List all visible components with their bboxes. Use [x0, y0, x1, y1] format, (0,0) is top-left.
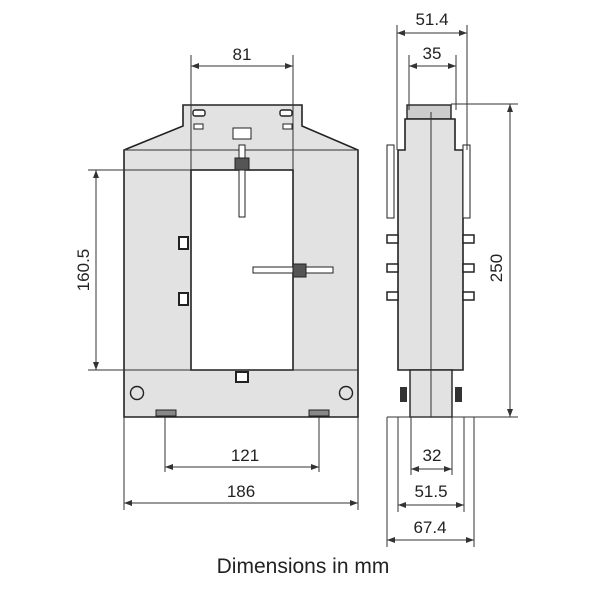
- dim-height: 250: [487, 254, 506, 282]
- dim-overall-width: 186: [227, 482, 255, 501]
- dim-mount-spacing: 121: [231, 446, 259, 465]
- dim-bottom-inner: 32: [423, 446, 442, 465]
- side-view: [386, 104, 518, 418]
- dim-bottom-mid: 51.5: [414, 482, 447, 501]
- side-dimensions: 51.4 35 250 32 51.5 67.4: [386, 10, 518, 547]
- mount-hole-right: [338, 385, 354, 401]
- front-dimensions: 81 160.5 121 186: [74, 45, 359, 510]
- mount-hole-left: [129, 385, 145, 401]
- dim-top-inner: 35: [423, 44, 442, 63]
- front-view: [123, 104, 359, 418]
- dim-window-height: 160.5: [74, 249, 93, 292]
- caption: Dimensions in mm: [217, 555, 390, 578]
- dim-top-width: 51.4: [415, 10, 448, 29]
- dim-window-width: 81: [233, 45, 252, 64]
- dim-bottom-overall: 67.4: [413, 518, 446, 537]
